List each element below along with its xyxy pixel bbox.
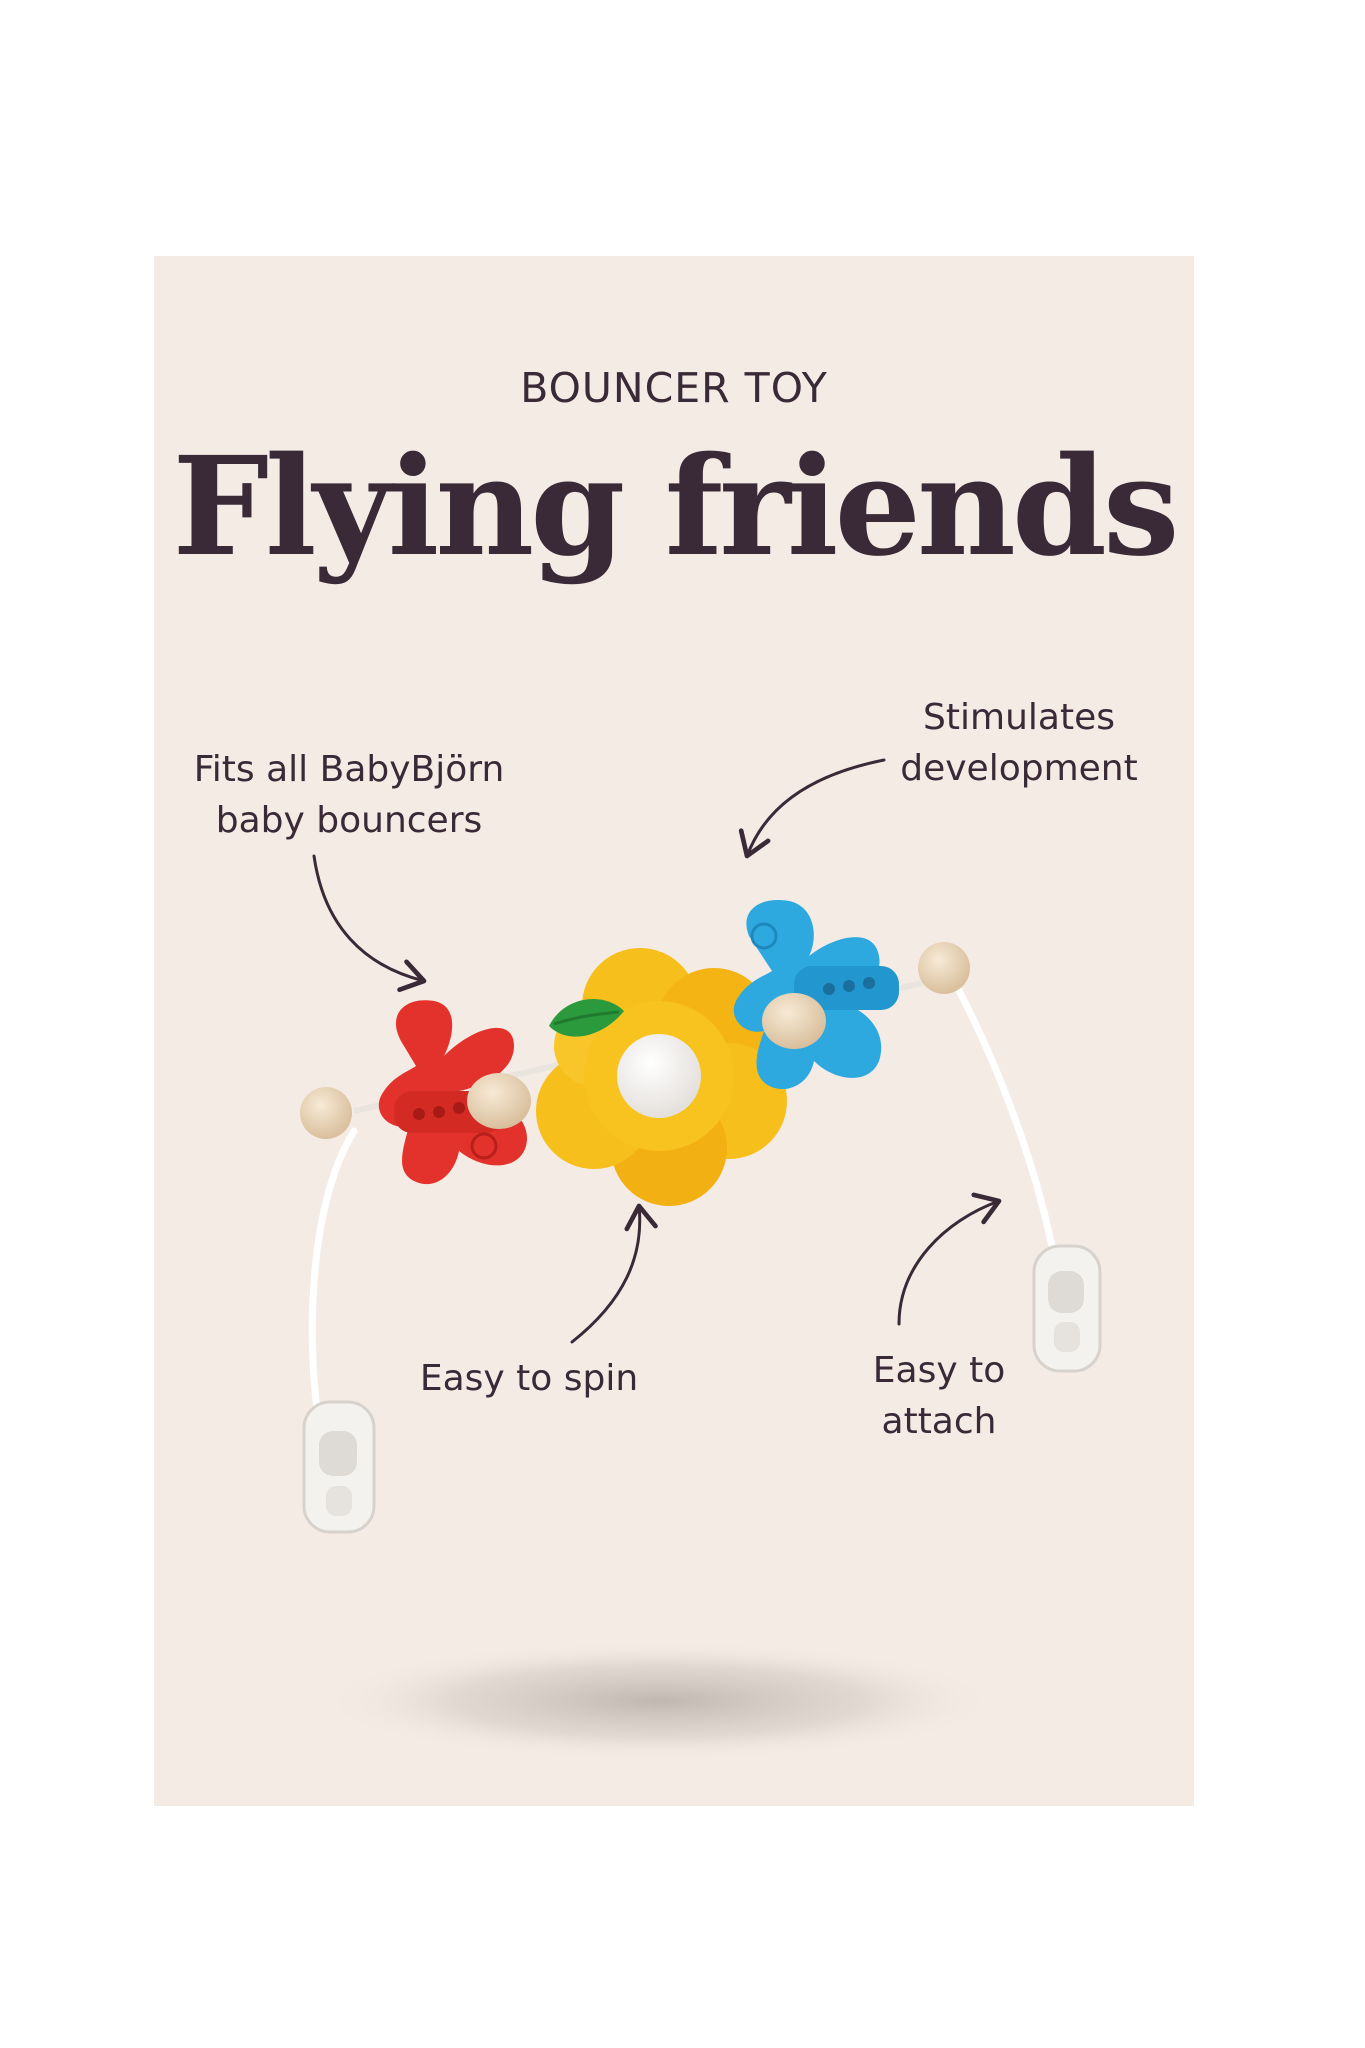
floor-shadow — [319, 1641, 999, 1761]
page-title: Flying friends — [172, 427, 1179, 587]
callout-line: Easy to — [872, 1350, 1006, 1391]
callout-easy-to-spin: Easy to spin — [384, 1353, 674, 1404]
eyebrow-label: BOUNCER TOY — [520, 364, 828, 412]
callout-line: Easy to spin — [419, 1358, 639, 1399]
callout-line: attach — [881, 1401, 997, 1442]
callout-line: Fits all BabyBjörn — [193, 749, 505, 790]
wire-arch-left — [308, 1127, 358, 1430]
arrow-stimulates — [738, 758, 886, 859]
right-clip-icon — [1032, 1244, 1102, 1373]
left-clip-icon — [302, 1400, 376, 1534]
callout-line: development — [900, 748, 1138, 789]
callout-line: Stimulates — [923, 697, 1115, 738]
callout-fits-bouncers: Fits all BabyBjörn baby bouncers — [154, 744, 544, 846]
arrow-fits — [312, 854, 427, 993]
callout-easy-to-attach: Easy to attach — [834, 1345, 1044, 1447]
arrow-attach — [897, 1192, 1002, 1326]
bouncer-toy-illustration — [300, 758, 1102, 1761]
callout-line: baby bouncers — [215, 800, 483, 841]
yellow-flower-icon — [536, 948, 787, 1206]
wire-arch-right — [950, 977, 1058, 1260]
arrow-spin — [570, 1203, 658, 1344]
callout-stimulates-development: Stimulates development — [859, 692, 1179, 794]
red-butterfly-icon — [300, 1000, 531, 1185]
blue-butterfly-icon — [733, 900, 970, 1090]
product-card: BOUNCER TOY Flying friends Fits all Baby… — [154, 256, 1194, 1806]
